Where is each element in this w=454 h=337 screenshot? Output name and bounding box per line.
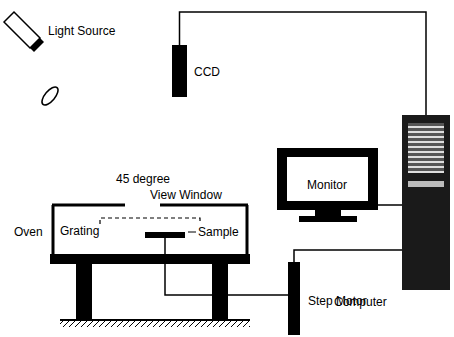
step-motor-body bbox=[288, 262, 300, 335]
part-label: Oven bbox=[14, 225, 43, 239]
signal-wire bbox=[378, 204, 402, 206]
part-label: Light Source bbox=[48, 24, 115, 38]
monitor: Monitor bbox=[277, 148, 379, 224]
node-label: CCD bbox=[194, 65, 220, 79]
signal-wire bbox=[180, 12, 427, 115]
tower-drive bbox=[408, 181, 444, 187]
node-label: Monitor bbox=[307, 178, 347, 192]
computer-tower: Computer bbox=[330, 115, 452, 315]
ccd-camera: CCD bbox=[172, 45, 232, 100]
ccd-camera-body bbox=[172, 45, 187, 97]
part-label: Sample bbox=[198, 225, 239, 239]
part-label: Grating bbox=[60, 224, 99, 238]
step-motor: Step Motor bbox=[288, 262, 388, 336]
oven-drawing bbox=[50, 205, 288, 327]
monitor-stand bbox=[299, 216, 357, 222]
part-label: View Window bbox=[150, 188, 222, 202]
tower-panel bbox=[408, 123, 444, 173]
part-label: 45 degree bbox=[116, 172, 170, 186]
signal-wire bbox=[294, 250, 402, 262]
node-label: Step Motor bbox=[308, 294, 367, 308]
